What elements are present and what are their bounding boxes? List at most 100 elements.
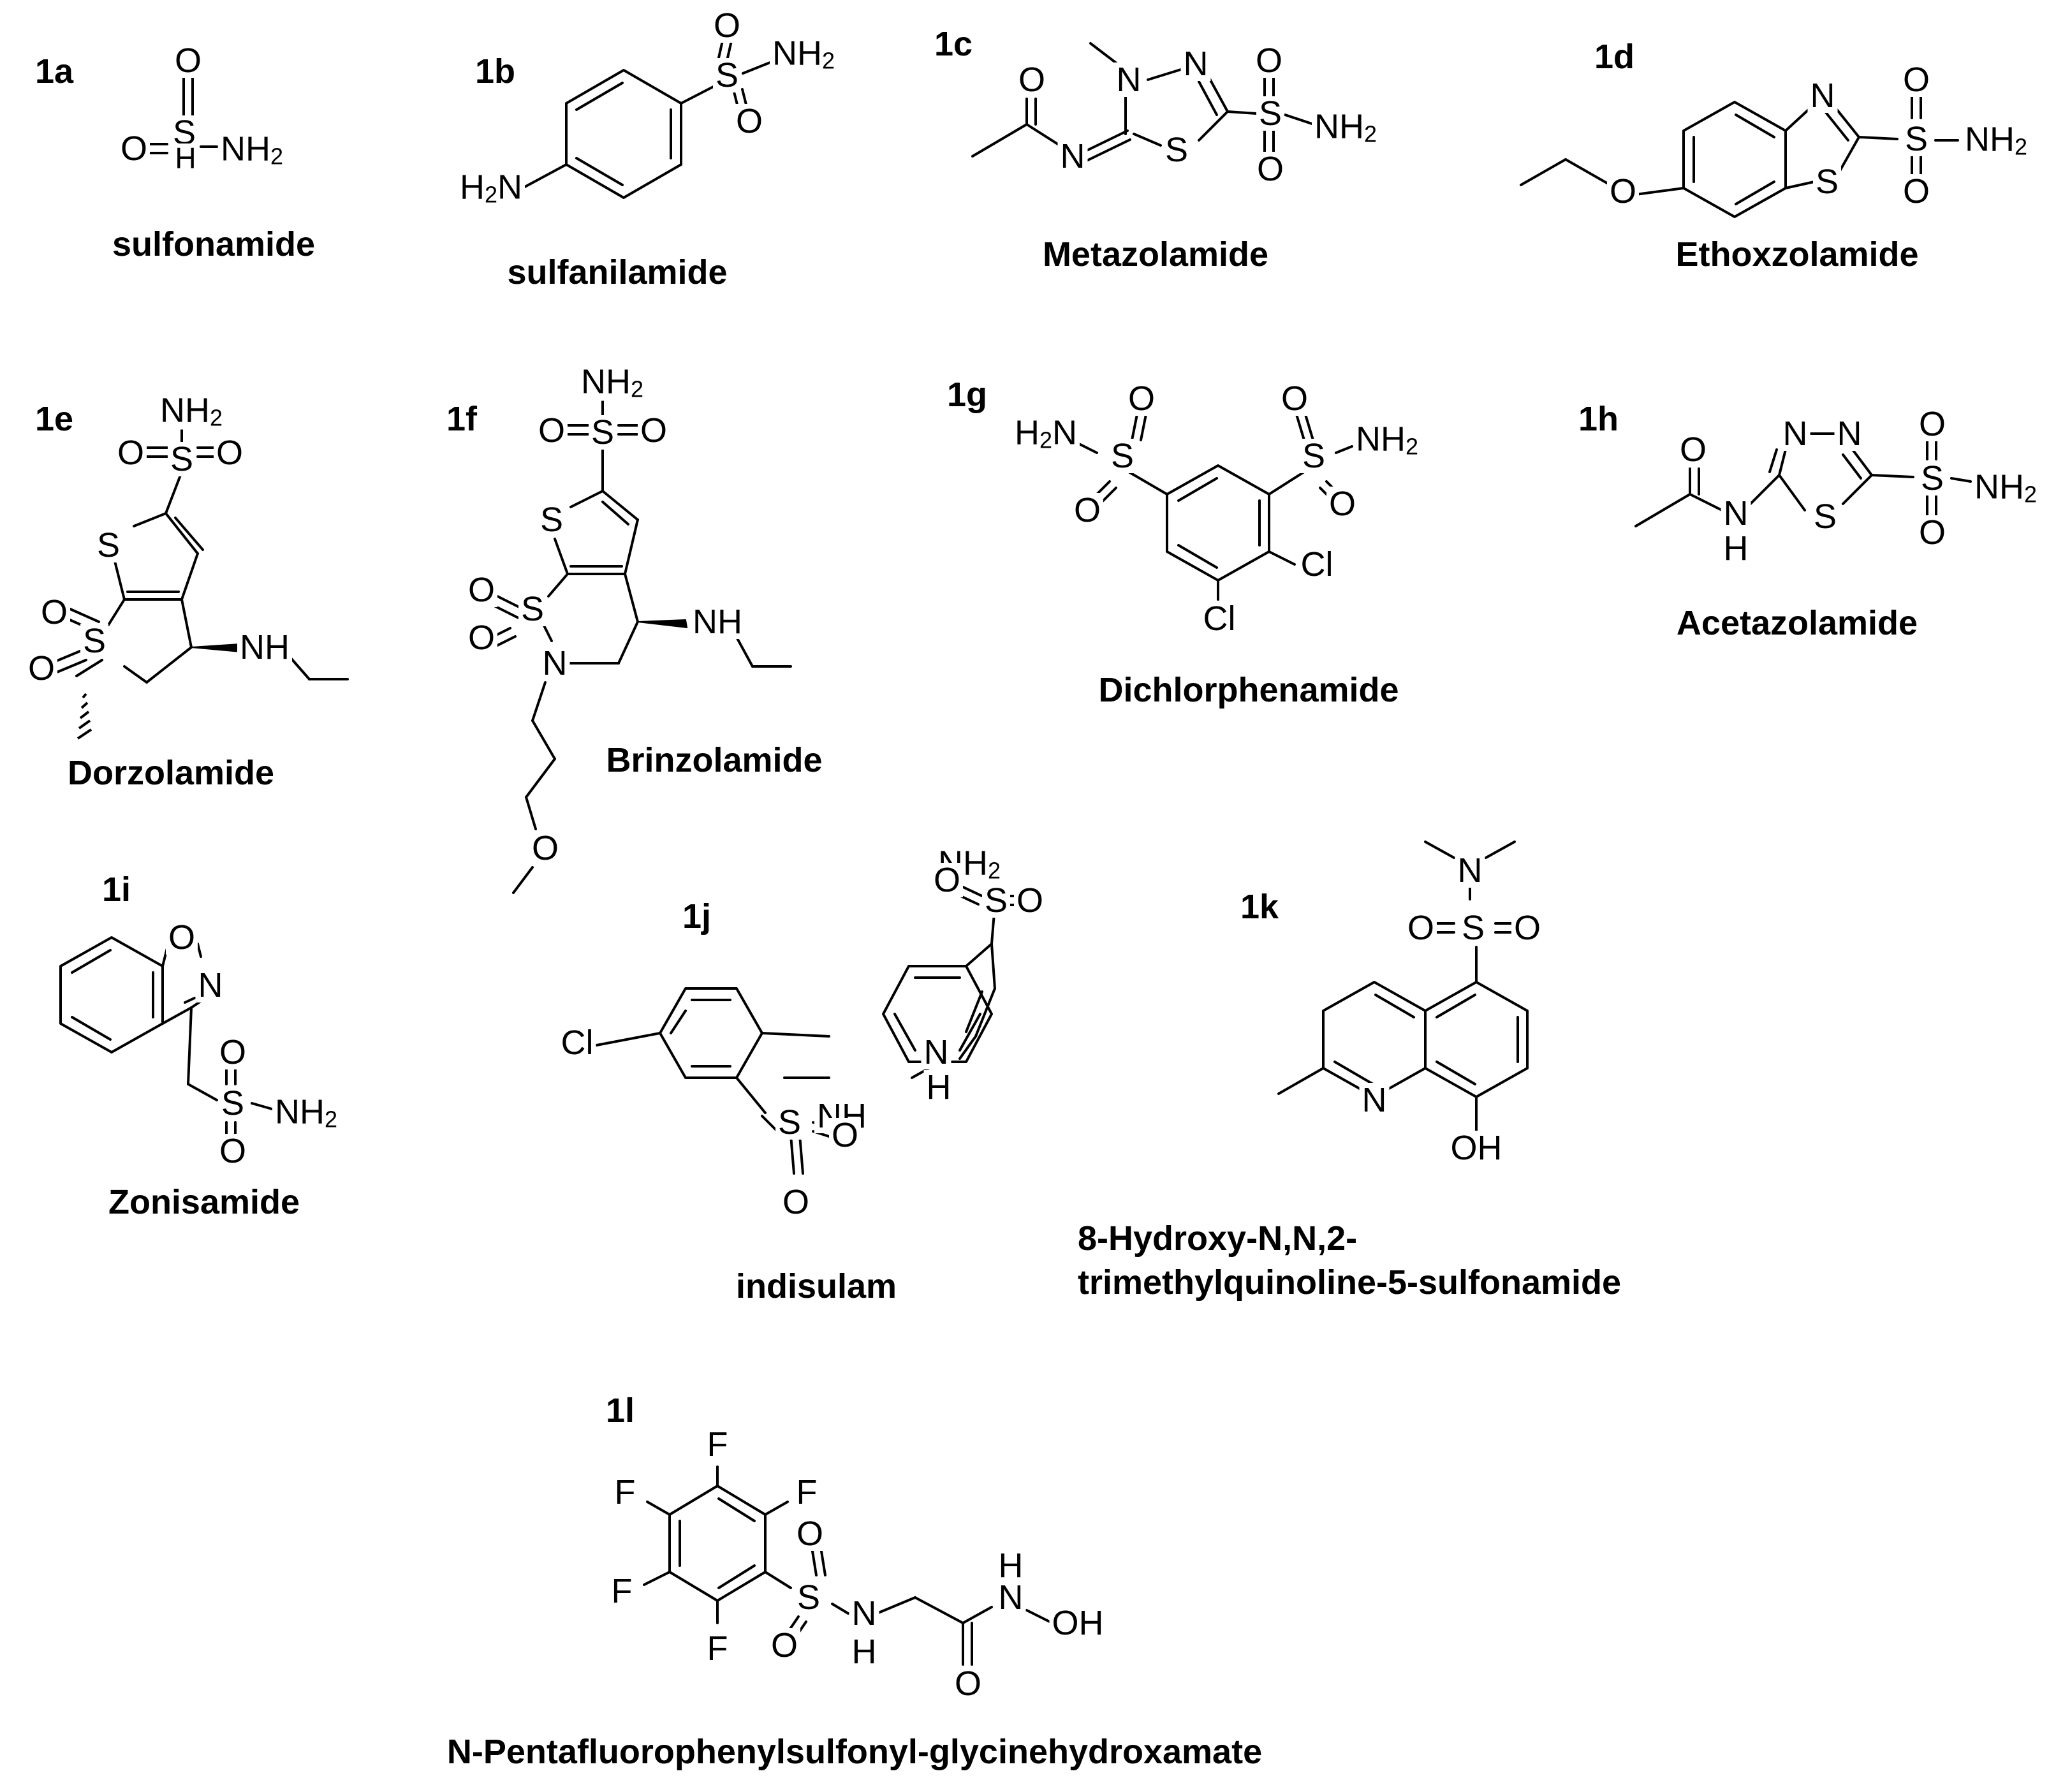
atom-label: O (1326, 487, 1359, 521)
structure-1f (483, 394, 792, 894)
compound-name-1a: sulfonamide (112, 225, 316, 263)
atom-label: O (1900, 174, 1933, 209)
compound-id-1a: 1a (35, 52, 74, 91)
atom-label: NH2 (1962, 122, 2030, 159)
atom-label: S (80, 624, 109, 658)
compound-name-1e: Dorzolamide (67, 754, 275, 792)
atom-label: O (1254, 152, 1287, 186)
compound-name-1k: 8-Hydroxy-N,N,2- trimethylquinoline-5-su… (1078, 1217, 1621, 1305)
structure-1j (592, 863, 1018, 1175)
atom-label: NH2 (1311, 109, 1380, 146)
atom-label: NH2 (769, 36, 838, 73)
compound-name-1h: Acetazolamide (1676, 604, 1918, 642)
atom-label: NH (237, 630, 292, 665)
atom-label: S (712, 58, 742, 92)
atom-label: F (612, 1475, 638, 1509)
atom-label: NH2 (217, 131, 286, 168)
atom-label: O (793, 1517, 826, 1551)
compound-name-1k-line1: 8-Hydroxy-N,N,2- (1078, 1219, 1358, 1258)
atom-label: O (1015, 62, 1048, 97)
atom-label: N (1807, 78, 1838, 113)
compound-id-1j: 1j (682, 897, 712, 936)
atom-label: O (930, 863, 964, 897)
atom-label: H (995, 1548, 1026, 1583)
atom-label: S (1812, 165, 1842, 199)
compound-name-1f: Brinzolamide (606, 741, 823, 779)
compound-id-1k: 1k (1240, 888, 1279, 926)
compound-name-1b: sulfanilamide (507, 253, 728, 291)
atom-label: O (465, 621, 498, 655)
atom-label: S (1810, 499, 1840, 534)
atom-label: S (1256, 96, 1285, 131)
atom-label: O (1916, 515, 1949, 550)
atom-label: S (1902, 122, 1931, 156)
atom-label: N (1455, 853, 1485, 888)
atom-label: S (794, 1580, 823, 1615)
compound-name-1i: Zonisamide (108, 1183, 300, 1221)
atom-label: F (704, 1427, 731, 1462)
atom-label: O (216, 1035, 249, 1069)
atom-label: S (518, 592, 547, 626)
atom-label: N (195, 968, 226, 1002)
compound-name-1j: indisulam (735, 1267, 897, 1305)
atom-label: H (1721, 531, 1751, 566)
atom-label: O (529, 831, 562, 865)
compound-name-1k-line2: trimethylquinoline-5-sulfonamide (1078, 1263, 1622, 1302)
compound-id-1g: 1g (947, 376, 988, 414)
compound-id-1e: 1e (35, 400, 74, 438)
atom-label: H2N (1011, 415, 1080, 452)
atom-label: O (1677, 432, 1710, 467)
atom-label: N (849, 1596, 879, 1631)
atom-label: O (465, 573, 498, 607)
atom-label: N (1180, 47, 1211, 81)
structure-1h (1634, 432, 1972, 527)
compound-id-1b: 1b (475, 52, 516, 91)
atom-label: F (704, 1631, 731, 1666)
atom-label: O (779, 1185, 812, 1219)
structure-1d (1520, 91, 1959, 218)
atom-label: NH2 (1971, 469, 2040, 506)
atom-label: S (1918, 461, 1947, 496)
atom-label: O (38, 595, 71, 629)
atom-label: OH (1049, 1606, 1106, 1640)
compound-id-1f: 1f (446, 400, 478, 438)
atom-label: H (172, 143, 199, 173)
atom-label: OH (1448, 1131, 1505, 1165)
atom-label: N (1113, 62, 1144, 97)
compound-id-1c: 1c (934, 25, 973, 63)
atom-label: H (849, 1634, 879, 1669)
atom-label: O (172, 43, 205, 78)
atom-label: N (1359, 1083, 1390, 1117)
atom-label: N (540, 646, 570, 680)
atom-label: NH2 (1353, 422, 1421, 459)
atom-label: O (165, 920, 198, 955)
atom-label: H (923, 1070, 954, 1105)
atom-label: S (981, 883, 1011, 918)
atom-label: O (1916, 407, 1949, 441)
atom-label: S (537, 503, 566, 537)
atom-label: NH (690, 605, 745, 639)
atom-label: S (94, 528, 123, 562)
atom-label: O (1071, 493, 1104, 527)
structure-1e (50, 423, 349, 740)
atom-label: S (167, 442, 196, 476)
atom-label: O (535, 413, 568, 448)
atom-label: O (1125, 381, 1158, 416)
atom-label: S (1162, 133, 1191, 167)
atom-label: O (25, 651, 58, 686)
atom-label: O (951, 1666, 985, 1701)
atom-label: Cl (1200, 601, 1238, 636)
atom-label: O (1511, 911, 1544, 945)
atom-label: O (1900, 62, 1933, 97)
atom-label: H2N (457, 170, 525, 207)
atom-label: O (768, 1628, 801, 1663)
atom-label: O (1278, 381, 1311, 416)
atom-label: F (793, 1475, 820, 1509)
atom-label: O (1606, 174, 1640, 209)
atom-label: O (1013, 883, 1046, 918)
atom-label: O (114, 436, 147, 470)
compound-name-1d: Ethoxzolamide (1675, 235, 1919, 274)
atom-label: O (216, 1134, 249, 1168)
atom-label: S (588, 415, 617, 450)
